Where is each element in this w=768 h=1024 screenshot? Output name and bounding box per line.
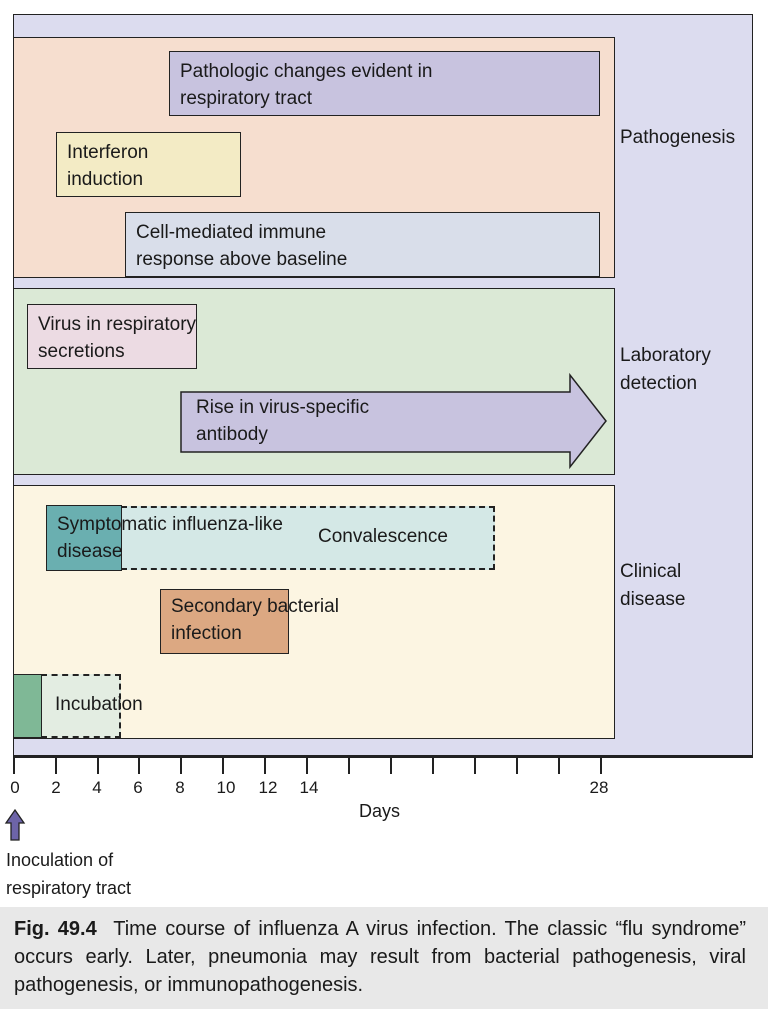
axis-tick: [222, 756, 224, 774]
tick-label: 28: [589, 778, 609, 797]
axis-title: Days: [359, 801, 401, 821]
virus-secretions-label: Virus in respiratory secretions: [38, 314, 197, 362]
axis-tick: [264, 756, 266, 774]
incubation-label: Incubation: [55, 694, 143, 715]
figure-caption: Fig. 49.4 Time course of influenza A vir…: [0, 907, 768, 1009]
axis-tick: [432, 756, 434, 774]
axis-tick: [390, 756, 392, 774]
axis-tick: [55, 756, 57, 774]
convalescence-box: [121, 506, 495, 570]
antibody-label: Rise in virus-specific antibody: [196, 397, 370, 445]
section-label-clinical: Clinical disease: [620, 561, 686, 610]
inoculation-arrow-icon: [4, 808, 26, 841]
section-label-pathogenesis: Pathogenesis: [620, 127, 736, 148]
axis-tick: [180, 756, 182, 774]
tick-label: 14: [299, 778, 319, 797]
tick-label: 12: [258, 778, 278, 797]
tick-label: 6: [133, 778, 143, 797]
pathologic-changes-box: Pathologic changes evident in respirator…: [169, 51, 600, 116]
symptomatic-box: [46, 505, 122, 571]
tick-label: 8: [175, 778, 185, 797]
incubation-start-box: [13, 674, 42, 738]
virus-secretions-box: Virus in respiratory secretions: [27, 304, 197, 369]
tick-label: 10: [216, 778, 236, 797]
interferon-box: Interferon induction: [56, 132, 241, 197]
axis-tick: [474, 756, 476, 774]
inoculation-label: Inoculation of respiratory tract: [6, 850, 132, 898]
caption-text: Time course of influenza A virus infecti…: [14, 918, 747, 996]
interferon-label: Interferon induction: [67, 142, 149, 190]
tick-label: 4: [92, 778, 102, 797]
symptomatic-label: Symptomatic influenza-like disease: [57, 514, 283, 562]
axis-tick: [348, 756, 350, 774]
axis-tick: [306, 756, 308, 774]
x-axis-line: [13, 756, 753, 758]
axis-tick: [600, 756, 602, 774]
section-label-laboratory: Laboratory detection: [620, 345, 711, 394]
axis-tick: [558, 756, 560, 774]
axis-tick: [138, 756, 140, 774]
axis-tick: [13, 756, 15, 774]
antibody-arrow: [180, 372, 607, 470]
tick-label: 2: [51, 778, 61, 797]
tick-label: 0: [10, 778, 20, 797]
axis-tick: [97, 756, 99, 774]
convalescence-label: Convalescence: [318, 526, 448, 547]
secondary-bacterial-label: Secondary bacterial infection: [171, 596, 339, 644]
incubation-box: [41, 674, 121, 738]
axis-tick: [516, 756, 518, 774]
cell-mediated-box: Cell-mediated immune response above base…: [125, 212, 600, 277]
secondary-bacterial-box: [160, 589, 289, 654]
cell-mediated-label: Cell-mediated immune response above base…: [136, 222, 348, 270]
pathologic-changes-label: Pathologic changes evident in respirator…: [180, 61, 433, 109]
caption-label: Fig. 49.4: [14, 918, 97, 940]
